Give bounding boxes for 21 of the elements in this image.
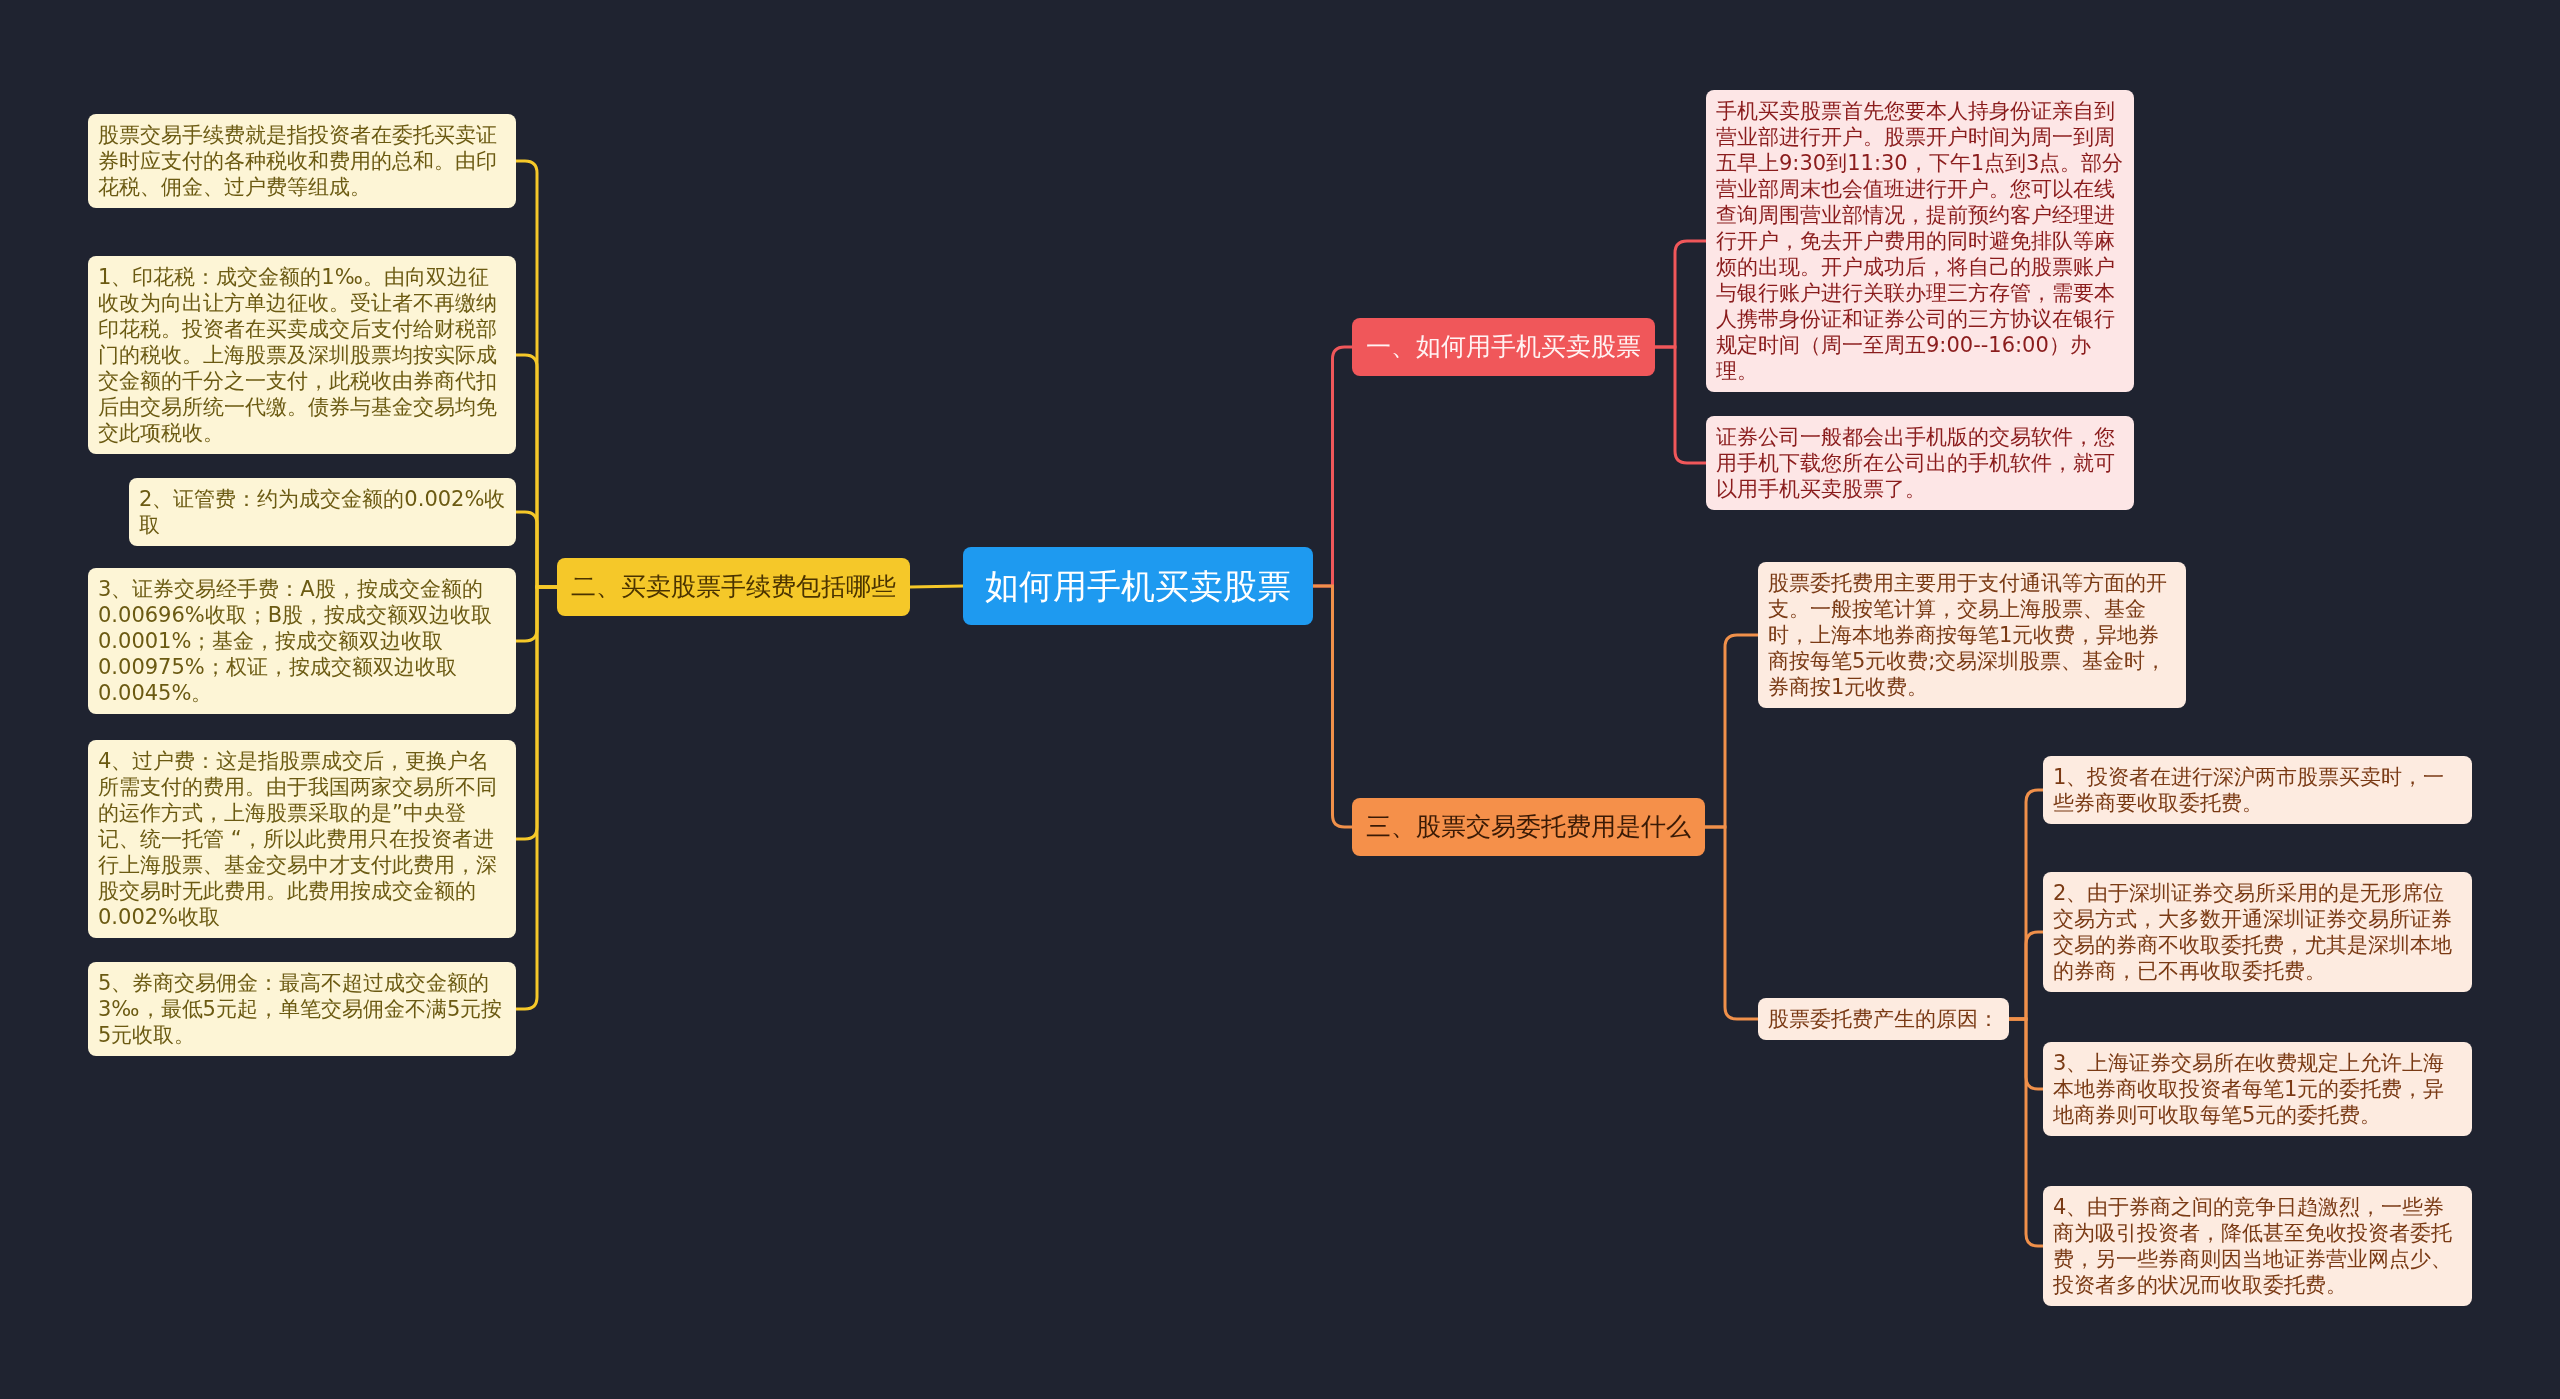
branch-topic-box: 一、如何用手机买卖股票 — [1352, 318, 1655, 376]
note-box: 5、券商交易佣金：最高不超过成交金额的3‰，最低5元起，单笔交易佣金不满5元按5元收取。 — [88, 962, 516, 1056]
branch-topic-box: 三、股票交易委托费用是什么 — [1352, 798, 1705, 856]
note-box: 2、由于深圳证券交易所采用的是无形席位交易方式，大多数开通深圳证券交易所证券交易的券商不收取委托费，尤其是深圳本地的券商，已不再收取委托费。 — [2043, 872, 2472, 992]
note-box: 股票委托费产生的原因： — [1758, 998, 2009, 1040]
connector-line — [1313, 584, 1352, 829]
note-box: 证券公司一般都会出手机版的交易软件，您用手机下载您所在公司出的手机软件，就可以用手机买卖股票了。 — [1706, 416, 2134, 510]
note-box: 3、证券交易经手费：A股，按成交金额的0.00696%收取；B股，按成交额双边收取0.0001%；基金，按成交额双边收取0.00975%；权证，按成交额双边收取0.0045%。 — [88, 568, 516, 714]
note-box: 4、由于券商之间的竞争日趋激烈，一些券商为吸引投资者，降低甚至免收投资者委托费，另一些券商则因当地证券营业网点少、投资者多的状况而收取委托费。 — [2043, 1186, 2472, 1306]
note-box: 4、过户费：这是指股票成交后，更换户名所需支付的费用。由于我国两家交易所不同的运作方式，上海股票采取的是”中央登记、统一托管 “，所以此费用只在投资者进行上海股票、基金交易中才支付此费用，深股交易时无此费用。此费用按成交金额的0.002%收取 — [88, 740, 516, 938]
note-box: 1、投资者在进行深沪两市股票买卖时，一些券商要收取委托费。 — [2043, 756, 2472, 824]
note-box: 2、证管费：约为成交金额的0.002%收取 — [129, 478, 516, 546]
note-box: 1、印花税：成交金额的1‰。由向双边征收改为向出让方单边征收。受让者不再缴纳印花税。投资者在买卖成交后支付给财税部门的税收。上海股票及深圳股票均按实际成交金额的千分之一支付，此税收由券商代扣后由交易所统一代缴。债券与基金交易均免交此项税收。 — [88, 256, 516, 454]
note-box: 手机买卖股票首先您要本人持身份证亲自到营业部进行开户。股票开户时间为周一到周五早上9:30到11:30，下午1点到3点。部分营业部周末也会值班进行开户。您可以在线查询周围营业部情况，提前预约客户经理进行开户，免去开户费用的同时避免排队等麻烦的出现。开户成功后，将自己的股票账户与银行账户进行关联办理三方存管，需要本人携带身份证和证券公司的三方协议在银行规定时间（周一至周五9:00--16:00）办理。 — [1706, 90, 2134, 392]
note-box: 股票交易手续费就是指投资者在委托买卖证券时应支付的各种税收和费用的总和。由印花税、佣金、过户费等组成。 — [88, 114, 516, 208]
connector-line — [516, 585, 557, 1011]
root-topic-box: 如何用手机买卖股票 — [963, 547, 1313, 625]
note-box: 3、上海证券交易所在收费规定上允许上海本地券商收取投资者每笔1元的委托费，异地商券则可收取每笔5元的委托费。 — [2043, 1042, 2472, 1136]
connector-line — [909, 584, 964, 589]
branch-topic-box: 二、买卖股票手续费包括哪些 — [557, 558, 910, 616]
note-box: 股票委托费用主要用于支付通讯等方面的开支。一般按笔计算，交易上海股票、基金时，上海本地券商按每笔1元收费，异地券商按每笔5元收费;交易深圳股票、基金时，券商按1元收费。 — [1758, 562, 2186, 708]
